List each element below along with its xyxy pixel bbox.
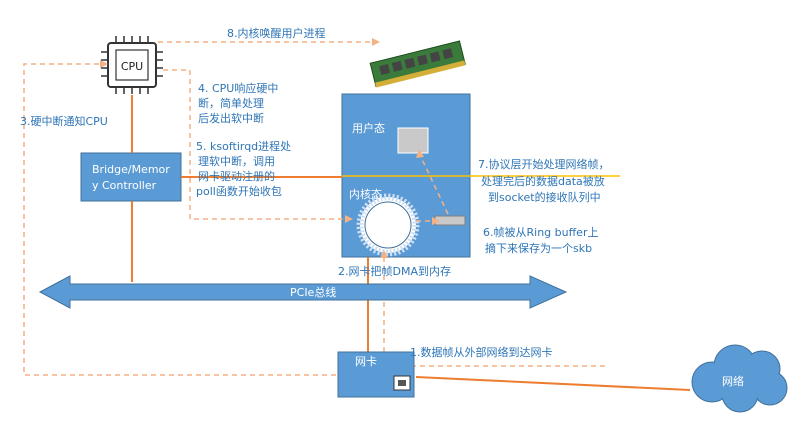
step-4-line3: 后发出软中断 [198, 112, 264, 125]
step-4-line2: 断，简单处理 [198, 97, 264, 110]
step-4-line1: 4. CPU响应硬中 [198, 82, 279, 95]
step-3-label: 3.硬中断通知CPU [20, 115, 108, 128]
hardware-links [131, 95, 691, 391]
skb-box [434, 215, 466, 226]
step-6-line2: 摘下来保存为一个skb [485, 242, 593, 255]
step-1-label: 1.数据帧从外部网络到达网卡 [410, 346, 553, 359]
pcie-bus-arrow [38, 275, 568, 309]
network-label: 网络 [722, 375, 744, 388]
step-5-line2: 理软中断，调用 [198, 155, 275, 168]
step-7-line2: 处理完后的数据data被放 [481, 175, 605, 188]
step-5-line1: 5. ksoftirqd进程处 [196, 140, 292, 153]
step-2-label: 2.网卡把帧DMA到内存 [338, 265, 451, 278]
nic-label: 网卡 [355, 355, 377, 368]
step-6-line1: 6.帧被从Ring buffer上 [483, 226, 599, 239]
user-space-label: 用户态 [352, 122, 385, 135]
step-5-line4: poll函数开始收包 [196, 185, 282, 198]
bridge-memory-controller-box [80, 152, 182, 202]
pcie-bus-label: PCIe总线 [290, 286, 337, 299]
flow-arrows [23, 41, 605, 376]
user-process-box [397, 127, 429, 154]
cpu-chip-icon [101, 36, 163, 94]
step-8-label: 8.内核唤醒用户进程 [227, 27, 326, 40]
cpu-label: CPU [121, 60, 143, 73]
step-5-line3: 网卡驱动注册的 [198, 170, 275, 183]
step-7-line1: 7.协议层开始处理网络帧， [478, 158, 610, 171]
memory-stick-icon [369, 40, 466, 88]
step-7-line3: 到socket的接收队列中 [488, 191, 601, 204]
bridge-label-line1: Bridge/Memor [92, 163, 170, 176]
kernel-space-label: 内核态 [349, 188, 382, 201]
bridge-label-line2: y Controller [92, 179, 157, 192]
